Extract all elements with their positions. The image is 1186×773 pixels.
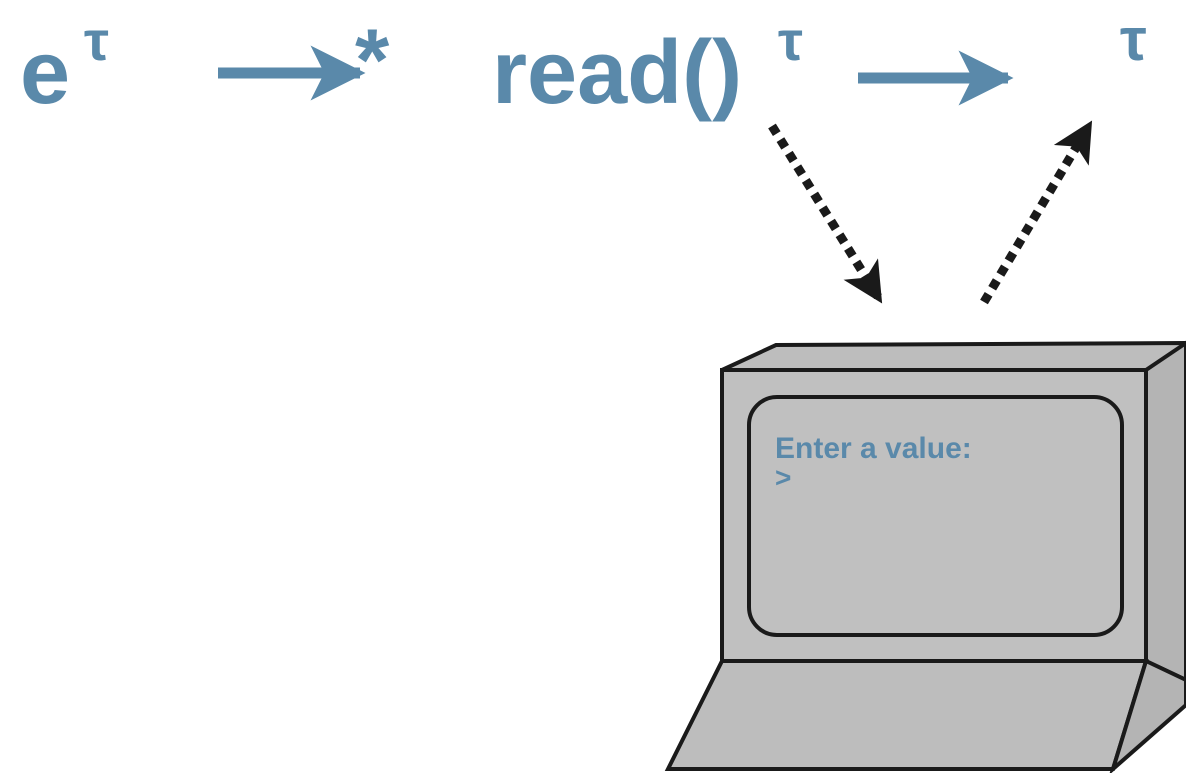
reflexive-transitive-star: * [355,10,390,109]
expression-base: e [20,23,70,123]
expression-type-superscript: τ [84,9,109,72]
read-term: read() τ [492,9,803,123]
read-type-superscript: τ [778,9,803,72]
terminal-top-face [721,340,1186,372]
terminal-screen [747,395,1124,637]
read-call: read() [492,23,742,123]
terminal-side-face [1144,340,1186,683]
terminal-base-side [1109,658,1186,773]
terminal-cursor-prompt: > [775,462,791,493]
expression-term: e τ [20,9,109,123]
terminal-prompt-text: Enter a value: [775,432,972,465]
computer-terminal-icon: Enter a value: > [664,340,1186,773]
io-in-arrow-icon [980,120,1094,305]
result-type: τ [1120,6,1147,73]
io-out-arrow-icon [768,123,884,304]
terminal-keyboard-base [664,659,1149,771]
